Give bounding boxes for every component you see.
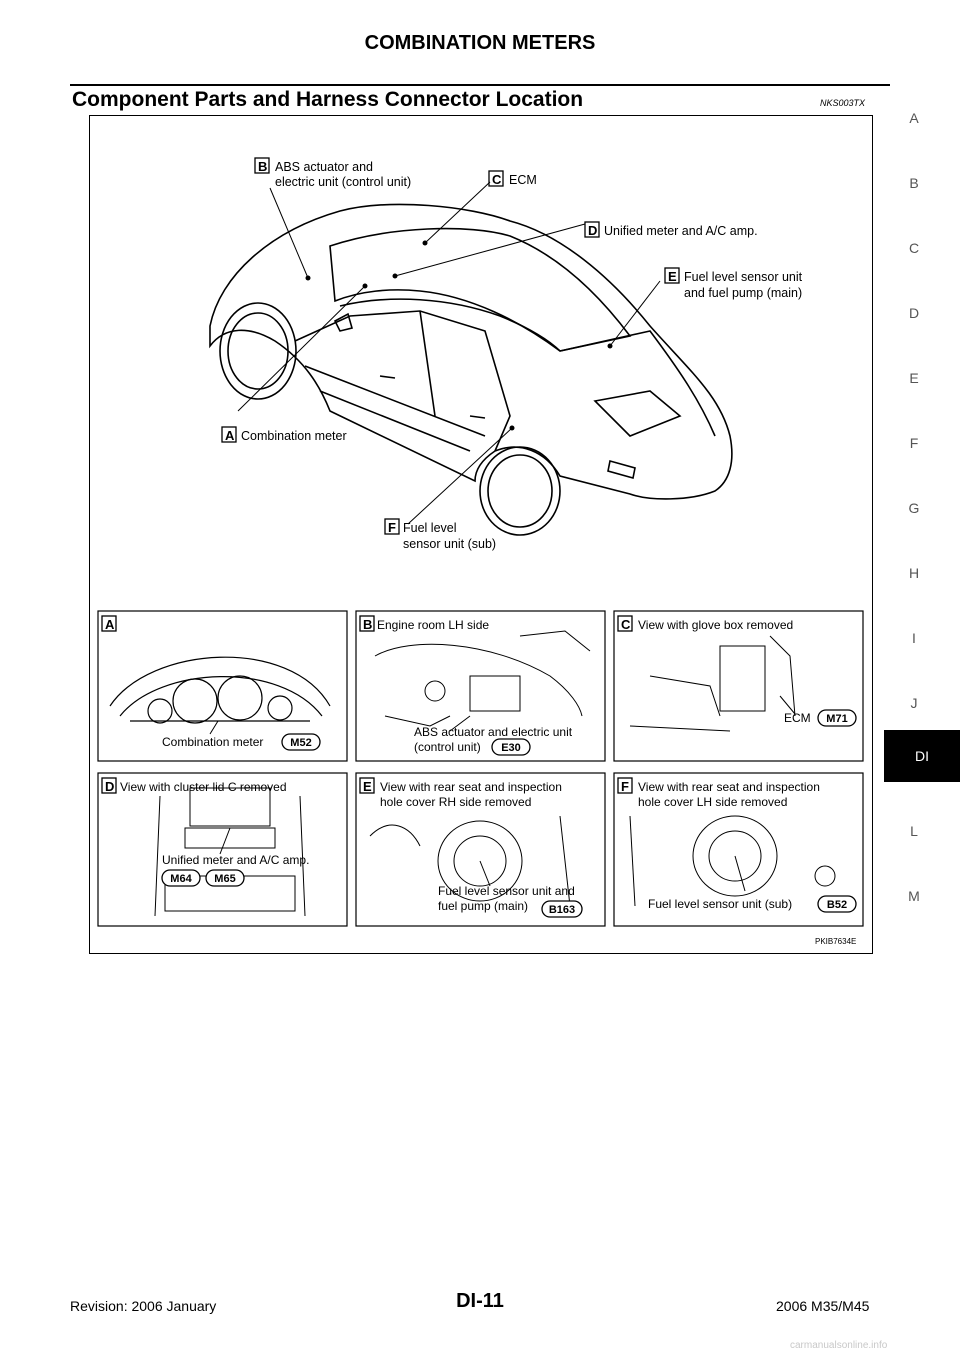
panel-f-sketch: [629, 815, 836, 907]
callout-b-line2: electric unit (control unit): [275, 175, 411, 189]
panel-b-sketch: [374, 630, 591, 727]
callout-f-letter: F: [388, 520, 396, 535]
connector-b163: B163: [549, 904, 575, 916]
panel-d: D View with cluster lid C removed Unifie…: [101, 777, 309, 917]
panel-c-labels: C View with glove box removed ECM M71: [617, 615, 857, 727]
index-tab-h[interactable]: H: [908, 565, 920, 581]
component-location-figure: B ABS actuator and electric unit (contro…: [89, 115, 873, 954]
index-tab-c[interactable]: C: [908, 240, 920, 256]
connector-m52: M52: [290, 737, 311, 749]
panel-b-heading: Engine room LH side: [377, 618, 489, 632]
index-tab-g[interactable]: G: [908, 500, 920, 516]
index-tab-di-active[interactable]: DI: [884, 730, 960, 782]
panel-e-letter: E: [363, 779, 372, 794]
footer-revision: Revision: 2006 January: [70, 1298, 217, 1314]
main-callouts: B ABS actuator and electric unit (contro…: [221, 157, 803, 551]
callout-b-letter: B: [258, 159, 267, 174]
panel-d-letter: D: [105, 779, 114, 794]
panel-e-label1: Fuel level sensor unit and: [438, 884, 575, 898]
panel-d-labels: D View with cluster lid C removed Unifie…: [101, 777, 309, 887]
callout-d: D Unified meter and A/C amp.: [584, 221, 758, 238]
panel-f-labels: F View with rear seat and inspection hol…: [617, 777, 857, 913]
index-tab-i[interactable]: I: [912, 630, 916, 646]
panel-b: B Engine room LH side ABS actuator and e…: [359, 615, 591, 756]
callout-a-line1: Combination meter: [241, 429, 347, 443]
index-tab-f[interactable]: F: [909, 435, 919, 451]
panel-e-labels: E View with rear seat and inspection hol…: [359, 777, 583, 918]
panel-e-heading2: hole cover RH side removed: [380, 795, 531, 809]
callout-a-letter: A: [225, 428, 235, 443]
callout-f: F Fuel level sensor unit (sub): [384, 518, 496, 551]
panel-f-label: Fuel level sensor unit (sub): [648, 897, 792, 911]
panel-e-sketch: [369, 815, 571, 907]
callout-d-line1: Unified meter and A/C amp.: [604, 224, 758, 238]
panel-b-labels: B Engine room LH side ABS actuator and e…: [359, 615, 573, 756]
panel-f-heading: View with rear seat and inspection: [638, 780, 820, 794]
callout-e-letter: E: [668, 269, 677, 284]
leader-dots: [305, 240, 613, 431]
page-title: COMBINATION METERS: [364, 32, 596, 54]
callout-c: C ECM: [488, 170, 537, 187]
panel-b-letter: B: [363, 617, 372, 632]
panel-c-letter: C: [621, 617, 631, 632]
footer-model: 2006 M35/M45: [776, 1298, 870, 1314]
watermark: carmanualsonline.info: [790, 1340, 888, 1351]
panel-f: F View with rear seat and inspection hol…: [617, 777, 857, 913]
section-code: NKS003TX: [820, 98, 866, 108]
panel-f-letter: F: [621, 779, 629, 794]
panel-c-sketch: [629, 635, 796, 732]
callout-c-letter: C: [492, 172, 502, 187]
connector-e30: E30: [501, 742, 521, 754]
panel-c-heading: View with glove box removed: [638, 618, 793, 632]
title-rule: [70, 84, 890, 86]
panel-a-sketch: [109, 656, 331, 724]
index-tab-e[interactable]: E: [909, 370, 919, 386]
index-tab-j[interactable]: J: [910, 695, 918, 711]
callout-f-line2: sensor unit (sub): [403, 537, 496, 551]
panel-e: E View with rear seat and inspection hol…: [359, 777, 583, 918]
leader-lines: [237, 181, 661, 525]
car-illustration: [209, 203, 733, 536]
callout-e-line2: and fuel pump (main): [684, 286, 802, 300]
panel-c: C View with glove box removed ECM M71: [617, 615, 857, 732]
index-tab-b[interactable]: B: [909, 175, 919, 191]
index-tab-a[interactable]: A: [909, 110, 919, 126]
panel-c-label: ECM: [784, 711, 811, 725]
footer-page-number: DI-11: [456, 1290, 504, 1312]
figure-drawing: B ABS actuator and electric unit (contro…: [97, 157, 864, 946]
callout-a: A Combination meter: [221, 426, 347, 443]
index-tab-m[interactable]: M: [908, 888, 920, 904]
callout-d-letter: D: [588, 223, 597, 238]
connector-m65: M65: [214, 873, 235, 885]
panel-a-label: Combination meter: [162, 735, 263, 749]
panel-d-heading: View with cluster lid C removed: [120, 780, 287, 794]
panel-a-letter: A: [105, 617, 115, 632]
figure-code: PKIB7634E: [815, 937, 856, 946]
callout-b: B ABS actuator and electric unit (contro…: [254, 157, 411, 189]
connector-m64: M64: [170, 873, 192, 885]
panel-a: A Combination meter M52: [101, 615, 331, 751]
section-title: Component Parts and Harness Connector Lo…: [72, 88, 584, 111]
connector-b52: B52: [827, 899, 847, 911]
callout-f-line1: Fuel level: [403, 521, 457, 535]
callout-e-line1: Fuel level sensor unit: [684, 270, 803, 284]
panel-d-label: Unified meter and A/C amp.: [162, 853, 309, 867]
panel-e-label2: fuel pump (main): [438, 899, 528, 913]
panel-frames: [97, 610, 864, 927]
callout-b-line1: ABS actuator and: [275, 160, 373, 174]
panel-e-heading: View with rear seat and inspection: [380, 780, 562, 794]
panel-d-sketch: [154, 787, 306, 917]
index-tab-l[interactable]: L: [910, 823, 918, 839]
callout-e: E Fuel level sensor unit and fuel pump (…: [664, 267, 803, 300]
index-tab-d[interactable]: D: [908, 305, 920, 321]
panel-b-label2: (control unit): [414, 740, 481, 754]
panel-f-heading2: hole cover LH side removed: [638, 795, 787, 809]
panel-a-labels: A Combination meter M52: [101, 615, 321, 751]
panel-b-label1: ABS actuator and electric unit: [414, 725, 573, 739]
connector-m71: M71: [826, 713, 847, 725]
callout-c-line1: ECM: [509, 173, 537, 187]
